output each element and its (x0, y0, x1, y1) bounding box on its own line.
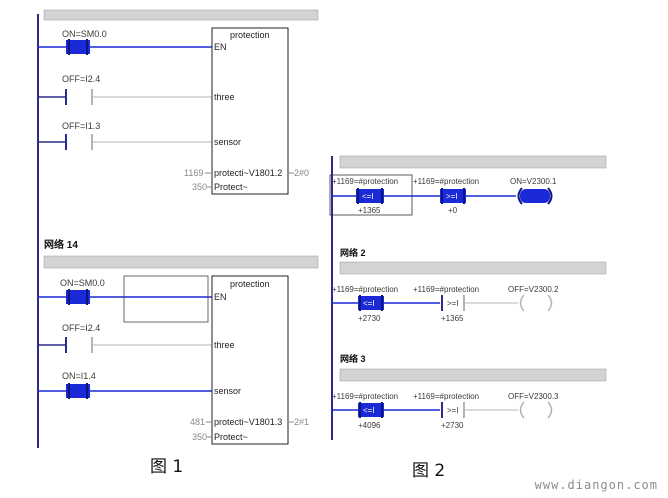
input-value-1: 1169 (184, 168, 203, 178)
compare-contact-le-active[interactable]: <=I (358, 402, 384, 418)
contact-label-i24: OFF=I2.4 (62, 323, 100, 333)
network-13: ON=SM0.0 OFF=I2.4 OFF=I1.3 (38, 27, 309, 195)
input-value-2: 350 (192, 432, 207, 442)
input-value-2: 350 (192, 182, 207, 192)
network-header-bar (339, 155, 607, 169)
protection-function-block[interactable]: protection EN three sensor protecti~V180… (211, 275, 289, 445)
contact-label-sm00: ON=SM0.0 (60, 278, 105, 288)
contact-i14-active[interactable] (66, 383, 90, 399)
figure-2-panel: +1169=#protection +1169=#protection ON=V… (329, 155, 607, 440)
compare-contact-ge-inactive[interactable]: >=I (441, 295, 465, 311)
contact-label-i24: OFF=I2.4 (62, 74, 100, 84)
protection-function-block[interactable]: protection EN three sensor protecti~V180… (211, 27, 289, 195)
network-3: 网络 3 +1169=#protection +1169=#protection… (332, 353, 607, 430)
figure-1-panel: ON=SM0.0 OFF=I2.4 OFF=I1.3 (37, 9, 319, 448)
network-header-bar (43, 9, 319, 21)
contact-i24-inactive[interactable] (65, 337, 93, 353)
compare-op: >=I (447, 406, 459, 415)
compare-value-2: +1365 (441, 314, 464, 323)
output-coil-inactive[interactable] (519, 401, 553, 419)
block-title: protection (230, 279, 270, 289)
contact-i24-inactive[interactable] (65, 89, 93, 105)
coil-label: OFF=V2300.2 (508, 285, 559, 294)
contact-label-sm00: ON=SM0.0 (62, 29, 107, 39)
compare-label-1: +1169=#protection (332, 285, 398, 294)
compare-contact-ge-active[interactable]: >=I (440, 188, 466, 204)
pin-output-2: Protect~ (214, 182, 248, 192)
coil-label: OFF=V2300.3 (508, 392, 559, 401)
network-header-bar (43, 255, 319, 269)
network-3-title: 网络 3 (340, 353, 366, 364)
pin-three: three (214, 340, 235, 350)
watermark-text: www.diangon.com (534, 478, 658, 492)
network-14-title: 网络 14 (44, 238, 78, 251)
selection-box[interactable] (123, 275, 209, 323)
output-value-1: 2#0 (294, 168, 309, 178)
contact-sm00-active[interactable] (66, 289, 90, 305)
compare-label-2: +1169=#protection (413, 285, 479, 294)
network-2-title: 网络 2 (340, 247, 366, 258)
network-2: 网络 2 +1169=#protection +1169=#protection… (332, 247, 607, 323)
selection-box[interactable] (329, 174, 413, 216)
compare-op: <=I (362, 192, 374, 201)
figure-2-caption: 图 2 (412, 461, 446, 481)
compare-label-1: +1169=#protection (332, 177, 398, 186)
compare-value-1: +1365 (358, 206, 381, 215)
contact-label-i13: OFF=I1.3 (62, 121, 100, 131)
pin-sensor: sensor (214, 137, 241, 147)
contact-label-i14: ON=I1.4 (62, 371, 96, 381)
network-1: +1169=#protection +1169=#protection ON=V… (329, 155, 607, 216)
contact-i13-inactive[interactable] (65, 134, 93, 150)
compare-label-1: +1169=#protection (332, 392, 398, 401)
pin-en: EN (214, 292, 227, 302)
compare-op: >=I (447, 299, 459, 308)
compare-op: >=I (446, 192, 458, 201)
input-value-1: 481 (190, 417, 205, 427)
coil-label: ON=V2300.1 (510, 177, 557, 186)
pin-output-1: protecti~V1801.3 (214, 417, 282, 427)
compare-op: <=I (363, 299, 375, 308)
network-header-bar (339, 368, 607, 382)
compare-contact-le-active[interactable]: <=I (356, 188, 384, 204)
pin-sensor: sensor (214, 386, 241, 396)
network-14: 网络 14 ON=SM0.0 OFF=I2.4 ON=I1.4 (38, 238, 319, 445)
compare-value-2: +0 (448, 206, 458, 215)
pin-three: three (214, 92, 235, 102)
output-coil-active[interactable] (517, 187, 553, 205)
network-header-bar (339, 261, 607, 275)
compare-value-1: +4096 (358, 421, 381, 430)
compare-value-1: +2730 (358, 314, 381, 323)
compare-contact-le-active[interactable]: <=I (358, 295, 384, 311)
pin-output-1: protecti~V1801.2 (214, 168, 282, 178)
block-title: protection (230, 30, 270, 40)
compare-label-2: +1169=#protection (413, 177, 479, 186)
pin-en: EN (214, 42, 227, 52)
output-coil-inactive[interactable] (519, 294, 553, 312)
compare-label-2: +1169=#protection (413, 392, 479, 401)
compare-contact-ge-inactive[interactable]: >=I (441, 402, 465, 418)
pin-output-2: Protect~ (214, 432, 248, 442)
compare-value-2: +2730 (441, 421, 464, 430)
figure-1-caption: 图 1 (150, 457, 184, 477)
contact-sm00-active[interactable] (66, 39, 90, 55)
output-value-1: 2#1 (294, 417, 309, 427)
compare-op: <=I (363, 406, 375, 415)
